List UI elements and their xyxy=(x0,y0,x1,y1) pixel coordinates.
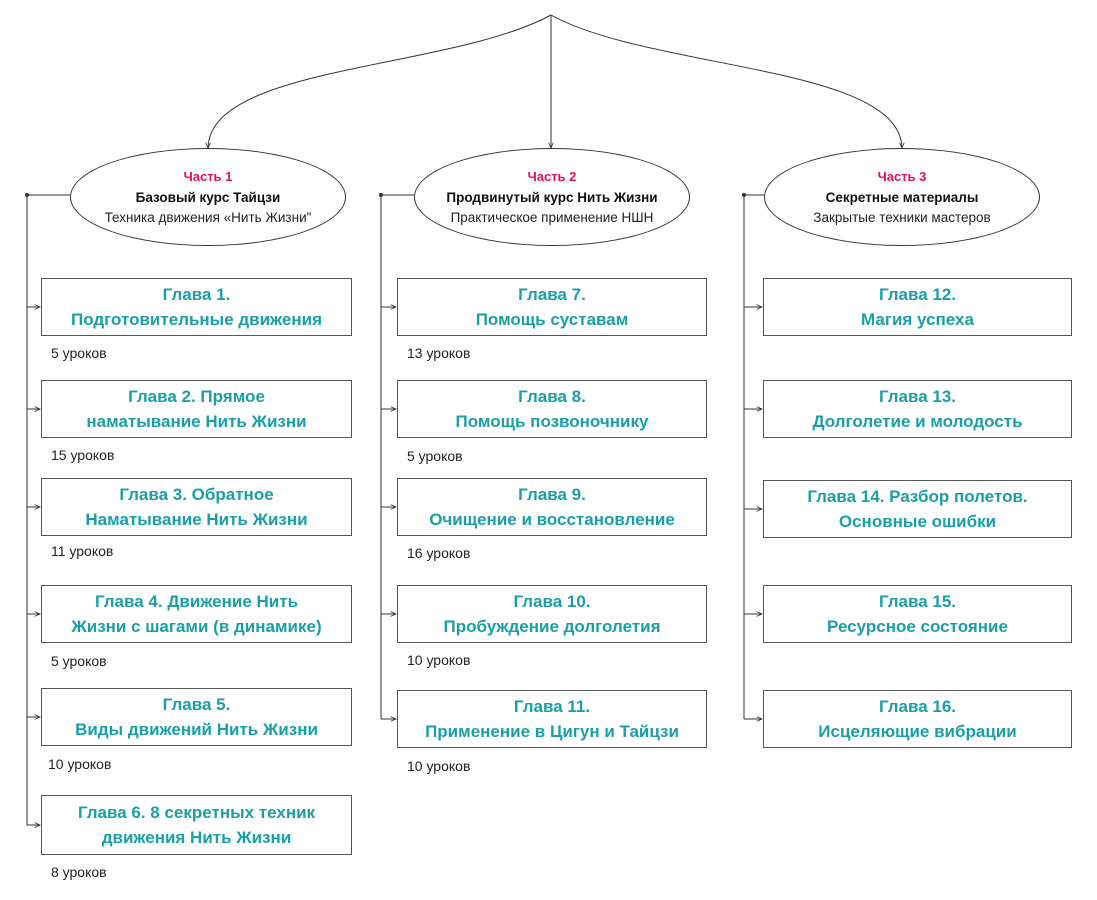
chapter-13-title: Глава 13. Долголетие и молодость xyxy=(812,387,1023,431)
chapter-4-lessons: 5 уроков xyxy=(51,653,107,669)
chapter-6-lessons: 8 уроков xyxy=(51,864,107,880)
chapter-5-title: Глава 5. Виды движений Нить Жизни xyxy=(75,695,318,739)
chapter-10-title: Глава 10. Пробуждение долголетия xyxy=(443,592,661,636)
chapter-8-lessons: 5 уроков xyxy=(407,448,463,464)
chapter-1-title: Глава 1. Подготовительные движения xyxy=(71,285,322,329)
chapter-7-box[interactable]: Глава 7. Помощь суставам xyxy=(397,278,707,336)
chapter-12-title: Глава 12. Магия успеха xyxy=(861,285,974,329)
chapter-7-title: Глава 7. Помощь суставам xyxy=(475,285,629,329)
chapter-9-box[interactable]: Глава 9. Очищение и восстановление xyxy=(397,478,707,536)
chapter-3-title: Глава 3. Обратное Наматывание Нить Жизни xyxy=(85,485,308,529)
chapter-5-lessons: 10 уроков xyxy=(48,756,112,772)
part-1-node: Часть 1 Базовый курс Тайцзи Техника движ… xyxy=(70,148,346,246)
curve-to-part-3 xyxy=(550,14,902,148)
chapter-3-box[interactable]: Глава 3. Обратное Наматывание Нить Жизни xyxy=(41,478,352,536)
chapter-7-lessons: 13 уроков xyxy=(407,345,471,361)
chapter-15-title: Глава 15. Ресурсное состояние xyxy=(827,592,1008,636)
chapter-11-box[interactable]: Глава 11. Применение в Цигун и Тайцзи xyxy=(397,690,707,748)
part-3-label: Часть 3 xyxy=(877,168,927,184)
chapter-16-title: Глава 16. Исцеляющие вибрации xyxy=(818,697,1017,741)
part-2-label: Часть 2 xyxy=(527,168,577,184)
chapter-8-title: Глава 8. Помощь позвоночнику xyxy=(455,387,649,431)
chapter-2-title: Глава 2. Прямое наматывание Нить Жизни xyxy=(86,387,307,431)
chapter-15-box[interactable]: Глава 15. Ресурсное состояние xyxy=(763,585,1072,643)
part-3-node: Часть 3 Секретные материалы Закрытые тех… xyxy=(764,148,1040,246)
part-2-title: Продвинутый курс Нить Жизни xyxy=(446,189,658,205)
chapter-11-lessons: 10 уроков xyxy=(407,758,471,774)
part-2-node: Часть 2 Продвинутый курс Нить Жизни Прак… xyxy=(414,148,690,246)
curve-to-part-1 xyxy=(208,14,552,148)
chapter-16-box[interactable]: Глава 16. Исцеляющие вибрации xyxy=(763,690,1072,748)
chapter-3-lessons: 11 уроков xyxy=(51,543,114,559)
chapter-10-box[interactable]: Глава 10. Пробуждение долголетия xyxy=(397,585,707,643)
chapter-11-title: Глава 11. Применение в Цигун и Тайцзи xyxy=(425,697,679,741)
chapter-4-box[interactable]: Глава 4. Движение Нить Жизни с шагами (в… xyxy=(41,585,352,643)
chapter-4-title: Глава 4. Движение Нить Жизни с шагами (в… xyxy=(71,592,322,636)
chapter-9-lessons: 16 уроков xyxy=(407,545,471,561)
chapter-12-box[interactable]: Глава 12. Магия успеха xyxy=(763,278,1072,336)
chapter-6-title: Глава 6. 8 секретных техник движения Нит… xyxy=(77,803,316,847)
chapter-9-title: Глава 9. Очищение и восстановление xyxy=(429,485,675,529)
chapter-2-lessons: 15 уроков xyxy=(51,447,115,463)
part-1-subtitle: Техника движения «Нить Жизни" xyxy=(104,209,312,225)
chapter-2-box[interactable]: Глава 2. Прямое наматывание Нить Жизни xyxy=(41,380,352,438)
part-1-label: Часть 1 xyxy=(183,168,233,184)
chapter-14-box[interactable]: Глава 14. Разбор полетов. Основные ошибк… xyxy=(763,480,1072,538)
chapter-14-title: Глава 14. Разбор полетов. Основные ошибк… xyxy=(807,487,1028,531)
chapter-1-lessons: 5 уроков xyxy=(51,345,107,361)
chapter-10-lessons: 10 уроков xyxy=(407,652,471,668)
chapter-6-box[interactable]: Глава 6. 8 секретных техник движения Нит… xyxy=(41,795,352,855)
chapter-8-box[interactable]: Глава 8. Помощь позвоночнику xyxy=(397,380,707,438)
part-3-title: Секретные материалы xyxy=(825,189,979,205)
part-1-title: Базовый курс Тайцзи xyxy=(135,189,281,205)
part-2-subtitle: Практическое применение НШН xyxy=(450,209,654,225)
chapter-5-box[interactable]: Глава 5. Виды движений Нить Жизни xyxy=(41,688,352,746)
chapter-1-box[interactable]: Глава 1. Подготовительные движения xyxy=(41,278,352,336)
part-3-subtitle: Закрытые техники мастеров xyxy=(813,209,991,225)
chapter-13-box[interactable]: Глава 13. Долголетие и молодость xyxy=(763,380,1072,438)
